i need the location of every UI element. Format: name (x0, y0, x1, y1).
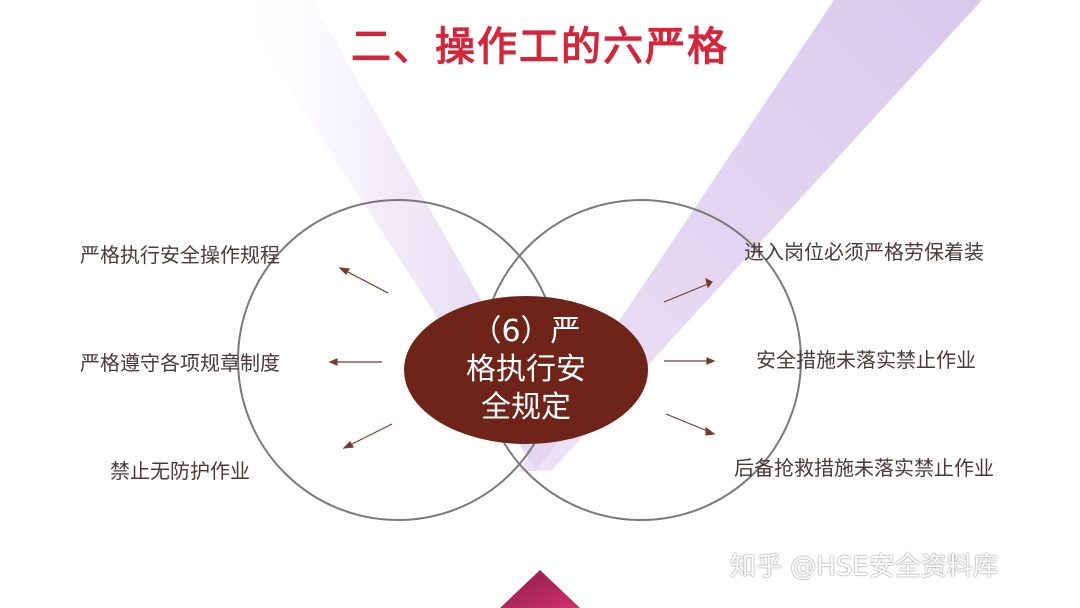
center-topic: （6）严 格执行安 全规定 (404, 296, 648, 444)
watermark: 知乎 @HSE安全资料库 (730, 552, 999, 582)
right-item-3: 后备抢救措施未落实禁止作业 (734, 456, 994, 480)
arrow-left-bottom (347, 423, 393, 447)
page-title: 二、操作工的六严格 (351, 24, 729, 70)
center-line-3: 全规定 (481, 390, 571, 425)
left-item-2: 严格遵守各项规章制度 (80, 351, 280, 375)
arrowhead-right-top (705, 277, 713, 289)
center-ellipse (404, 296, 648, 444)
arrow-right-top (663, 283, 709, 303)
arrowhead-right-bottom (705, 426, 716, 436)
left-item-1: 严格执行安全操作规程 (80, 243, 280, 267)
left-item-3: 禁止无防护作业 (110, 459, 250, 483)
arrow-left-top (343, 269, 389, 294)
arrowhead-left-bottom (342, 441, 354, 449)
arrowhead-left-middle (328, 358, 338, 366)
arrowhead-right-middle (706, 357, 716, 365)
center-line-1: （6）严 (471, 314, 581, 349)
center-line-2: 格执行安 (466, 352, 586, 387)
right-item-2: 安全措施未落实禁止作业 (756, 348, 976, 372)
right-item-1: 进入岗位必须严格劳保着装 (744, 240, 984, 264)
arrow-right-bottom (665, 413, 711, 433)
bottom-triangle-decoration (500, 570, 580, 608)
arrowhead-left-top (338, 267, 350, 275)
